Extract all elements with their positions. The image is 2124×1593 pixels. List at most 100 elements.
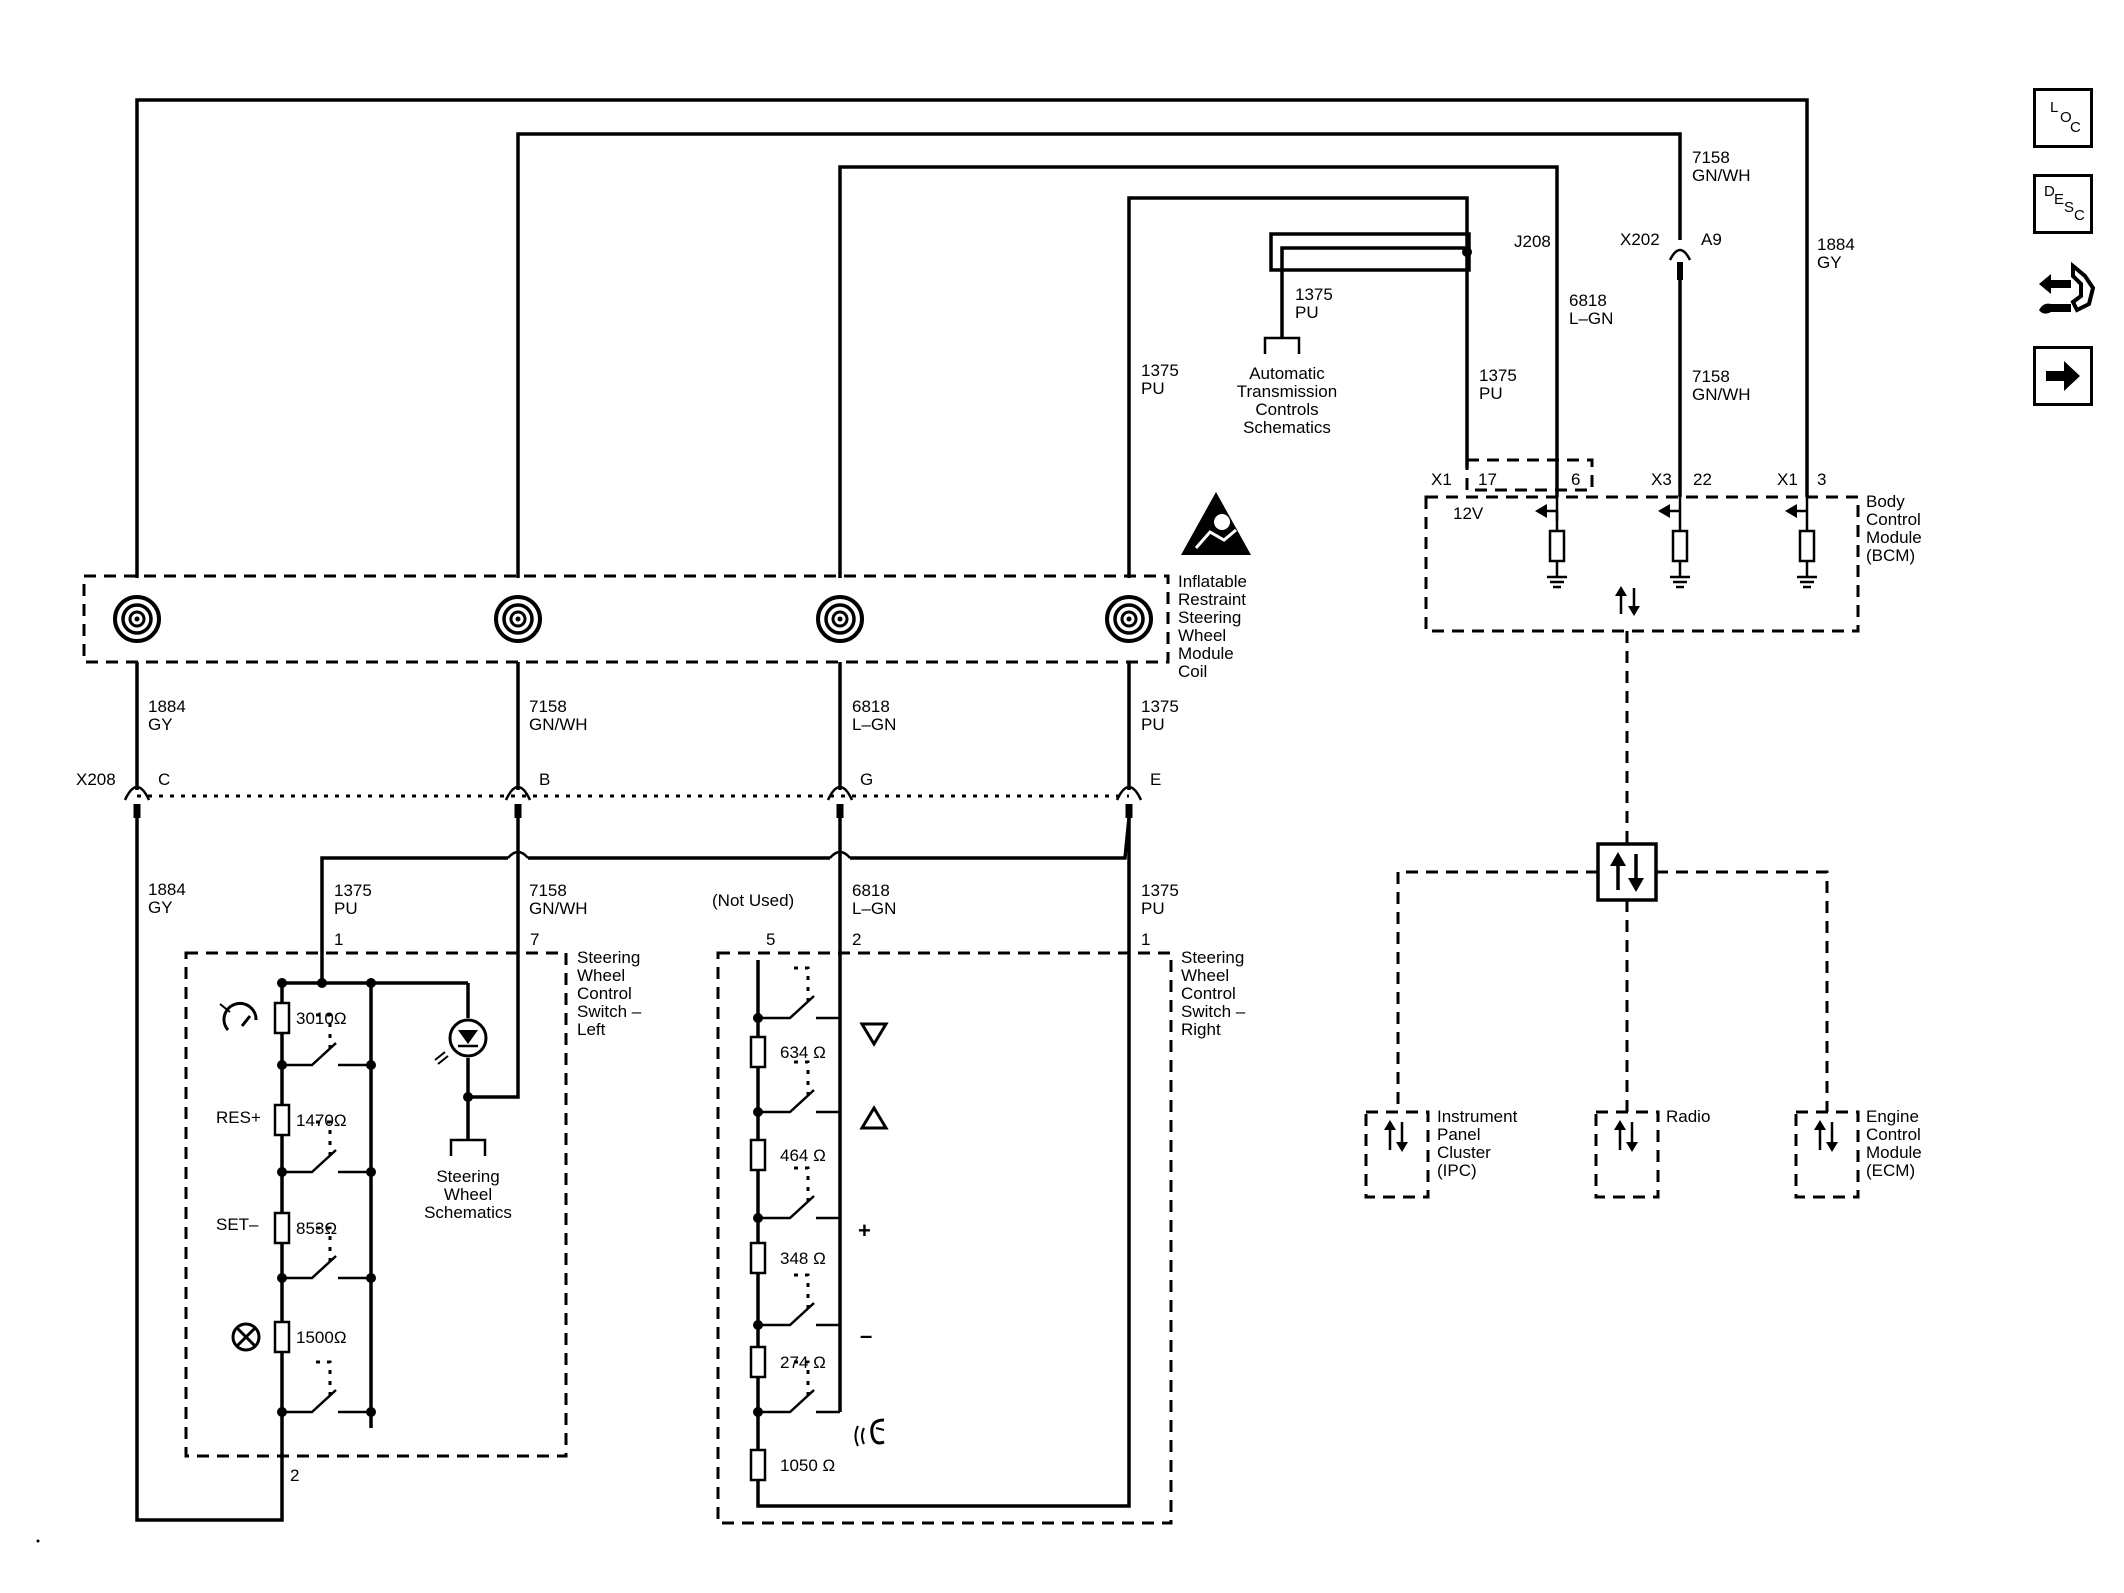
label-pu-bcm: PU: [1479, 384, 1503, 403]
loc-letter-3: C: [2070, 119, 2081, 136]
led-lamp-icon: [434, 1018, 488, 1065]
right-resistor-1: [749, 1035, 767, 1069]
coil-line-2: Restraint: [1178, 590, 1246, 609]
voice-recognition-icon: [854, 1418, 885, 1447]
bcm-line-1: Body: [1866, 492, 1905, 511]
left-switch-2: [282, 1149, 337, 1174]
ecm-line-1: Engine: [1866, 1107, 1919, 1126]
serial-bus-ipc: [1396, 870, 1598, 1112]
ipc-line-2: Panel: [1437, 1125, 1480, 1144]
wire-7158-lower: [468, 818, 520, 1099]
atc-line-3: Controls: [1255, 400, 1318, 419]
bcm-input-6: [1535, 497, 1567, 589]
label-gnwh: GN/WH: [1692, 166, 1751, 185]
tools-icon[interactable]: [2033, 258, 2097, 328]
ipc-line-1: Instrument: [1437, 1107, 1518, 1126]
label-1375-mid: 1375: [1141, 697, 1179, 716]
label-7158-low: 7158: [529, 881, 567, 900]
bcm-line-4: (BCM): [1866, 546, 1915, 565]
coil-line-5: Module: [1178, 644, 1234, 663]
label-gnwh-mid: GN/WH: [529, 715, 588, 734]
label-gy-top: GY: [1817, 253, 1842, 272]
loc-button[interactable]: L O C: [2033, 88, 2093, 148]
j208-internal-bus: [1280, 246, 1467, 254]
coil-line-1: Inflatable: [1178, 572, 1247, 591]
label-6818-top: 6818: [1569, 291, 1607, 310]
desc-button[interactable]: D E S C: [2033, 174, 2093, 234]
desc-letter-4: C: [2074, 207, 2085, 224]
left-pin-1: 1: [334, 930, 343, 949]
atc-line-1: Automatic: [1249, 364, 1325, 383]
clockspring-coil-e: [1105, 595, 1153, 643]
label-lgn-low: L–GN: [852, 899, 896, 918]
right-resistor-2: [749, 1138, 767, 1172]
left-switch-actuator-3: [316, 1226, 332, 1264]
desc-letter-2: E: [2054, 191, 2065, 208]
cancel-circle-icon: [231, 1322, 261, 1352]
bcm-pin-22: 22: [1693, 470, 1712, 489]
wire-1884-lower: [135, 818, 284, 1522]
label-not-used: (Not Used): [712, 891, 794, 910]
wire-1375-pu-top: [1127, 196, 1469, 578]
label-gy-low: GY: [148, 898, 173, 917]
next-button[interactable]: [2033, 346, 2093, 406]
right-resistor-label-2: 464 Ω: [780, 1146, 826, 1165]
coil-box: [82, 574, 1170, 664]
label-a9: A9: [1701, 230, 1722, 249]
left-resistor-3: [273, 1211, 291, 1245]
x208-pin-g: [826, 785, 854, 818]
label-1884-low: 1884: [148, 880, 186, 899]
label-1884-mid: 1884: [148, 697, 186, 716]
serial-bus-ecm: [1656, 870, 1829, 1112]
label-7158-mid: 7158: [529, 697, 567, 716]
wire-7158-gnwh-top: [516, 132, 1682, 578]
right-switch-line-4: Switch –: [1181, 1002, 1246, 1021]
ecm-line-4: (ECM): [1866, 1161, 1915, 1180]
right-switch-line-3: Control: [1181, 984, 1236, 1003]
left-switch-3: [282, 1255, 337, 1280]
label-lgn-mid: L–GN: [852, 715, 896, 734]
airbag-warning-icon: [1181, 492, 1251, 555]
bcm-line-2: Control: [1866, 510, 1921, 529]
clockspring-coil-b: [494, 595, 542, 643]
right-resistor-3: [749, 1241, 767, 1275]
label-1375-low: 1375: [1141, 881, 1179, 900]
label-pu-mid: PU: [1141, 715, 1165, 734]
label-gnwh-bcm: GN/WH: [1692, 385, 1751, 404]
set-minus-label: SET–: [216, 1215, 259, 1234]
label-6818-mid: 6818: [852, 697, 890, 716]
left-switch-box: [184, 951, 568, 1458]
radio-box: [1594, 1110, 1660, 1199]
right-resistor-label-1: 634 Ω: [780, 1043, 826, 1062]
swsch-line-2: Wheel: [444, 1185, 492, 1204]
wire-1375-left: [320, 856, 508, 983]
ecm-serial-icon: [1814, 1120, 1838, 1152]
label-x208: X208: [76, 770, 116, 789]
bcm-box: [1424, 495, 1860, 633]
right-switch-1: [758, 995, 815, 1020]
right-switch-actuator-3: [794, 1166, 810, 1204]
right-switch-4: [758, 1302, 815, 1327]
j208-splice-pack: [1269, 232, 1471, 272]
minus-label: –: [860, 1323, 872, 1348]
page-mark: [36, 1539, 40, 1543]
clockspring-coil-g: [816, 595, 864, 643]
bcm-line-3: Module: [1866, 528, 1922, 547]
triangle-down-icon: [859, 1022, 889, 1047]
label-pin-e: E: [1150, 770, 1161, 789]
right-switch-line-5: Right: [1181, 1020, 1221, 1039]
right-resistor-5: [749, 1448, 767, 1482]
coil-line-3: Steering: [1178, 608, 1241, 627]
wire-1375-right-link: [850, 817, 1131, 860]
right-switch-2: [758, 1089, 815, 1114]
x208-pin-e: [1115, 785, 1143, 818]
bcm-pin-3: 3: [1817, 470, 1826, 489]
right-switch-actuator-4: [794, 1273, 810, 1311]
left-switch-line-2: Wheel: [577, 966, 625, 985]
right-switch-line-1: Steering: [1181, 948, 1244, 967]
label-1884-top: 1884: [1817, 235, 1855, 254]
left-pin-2: 2: [290, 1466, 299, 1485]
right-resistor-label-4: 274 Ω: [780, 1353, 826, 1372]
right-switch-actuator-2: [794, 1060, 810, 1098]
left-resistor-1: [273, 1001, 291, 1035]
